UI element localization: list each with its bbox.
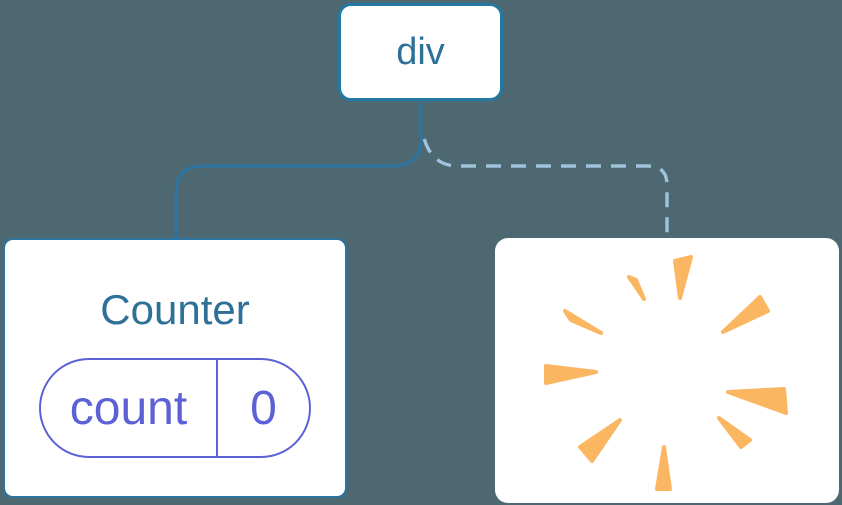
poof-burst-icon [544,255,788,491]
edge-dashed-removed-child [421,133,669,239]
node-removed [495,238,839,503]
state-value-label: 0 [250,381,277,435]
node-counter: Counter count 0 [3,238,347,498]
counter-title: Counter [100,286,250,333]
state-key-label: count [41,360,218,456]
node-div-label: div [396,30,445,73]
edge-solid-kept-child [174,102,423,239]
node-div: div [338,3,503,101]
state-pill: count 0 [39,358,311,458]
